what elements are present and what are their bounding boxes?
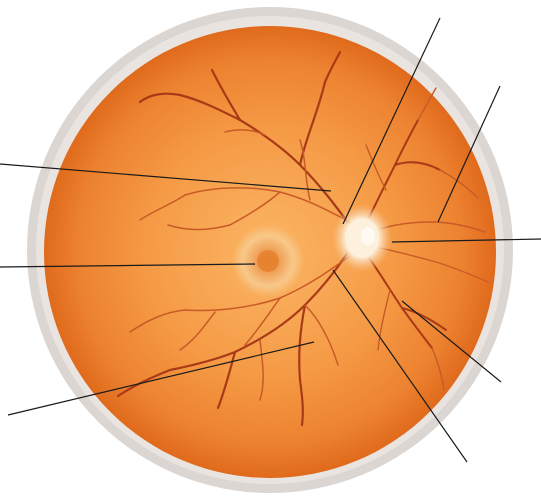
fovea bbox=[257, 250, 279, 272]
optic-cup bbox=[361, 227, 375, 245]
